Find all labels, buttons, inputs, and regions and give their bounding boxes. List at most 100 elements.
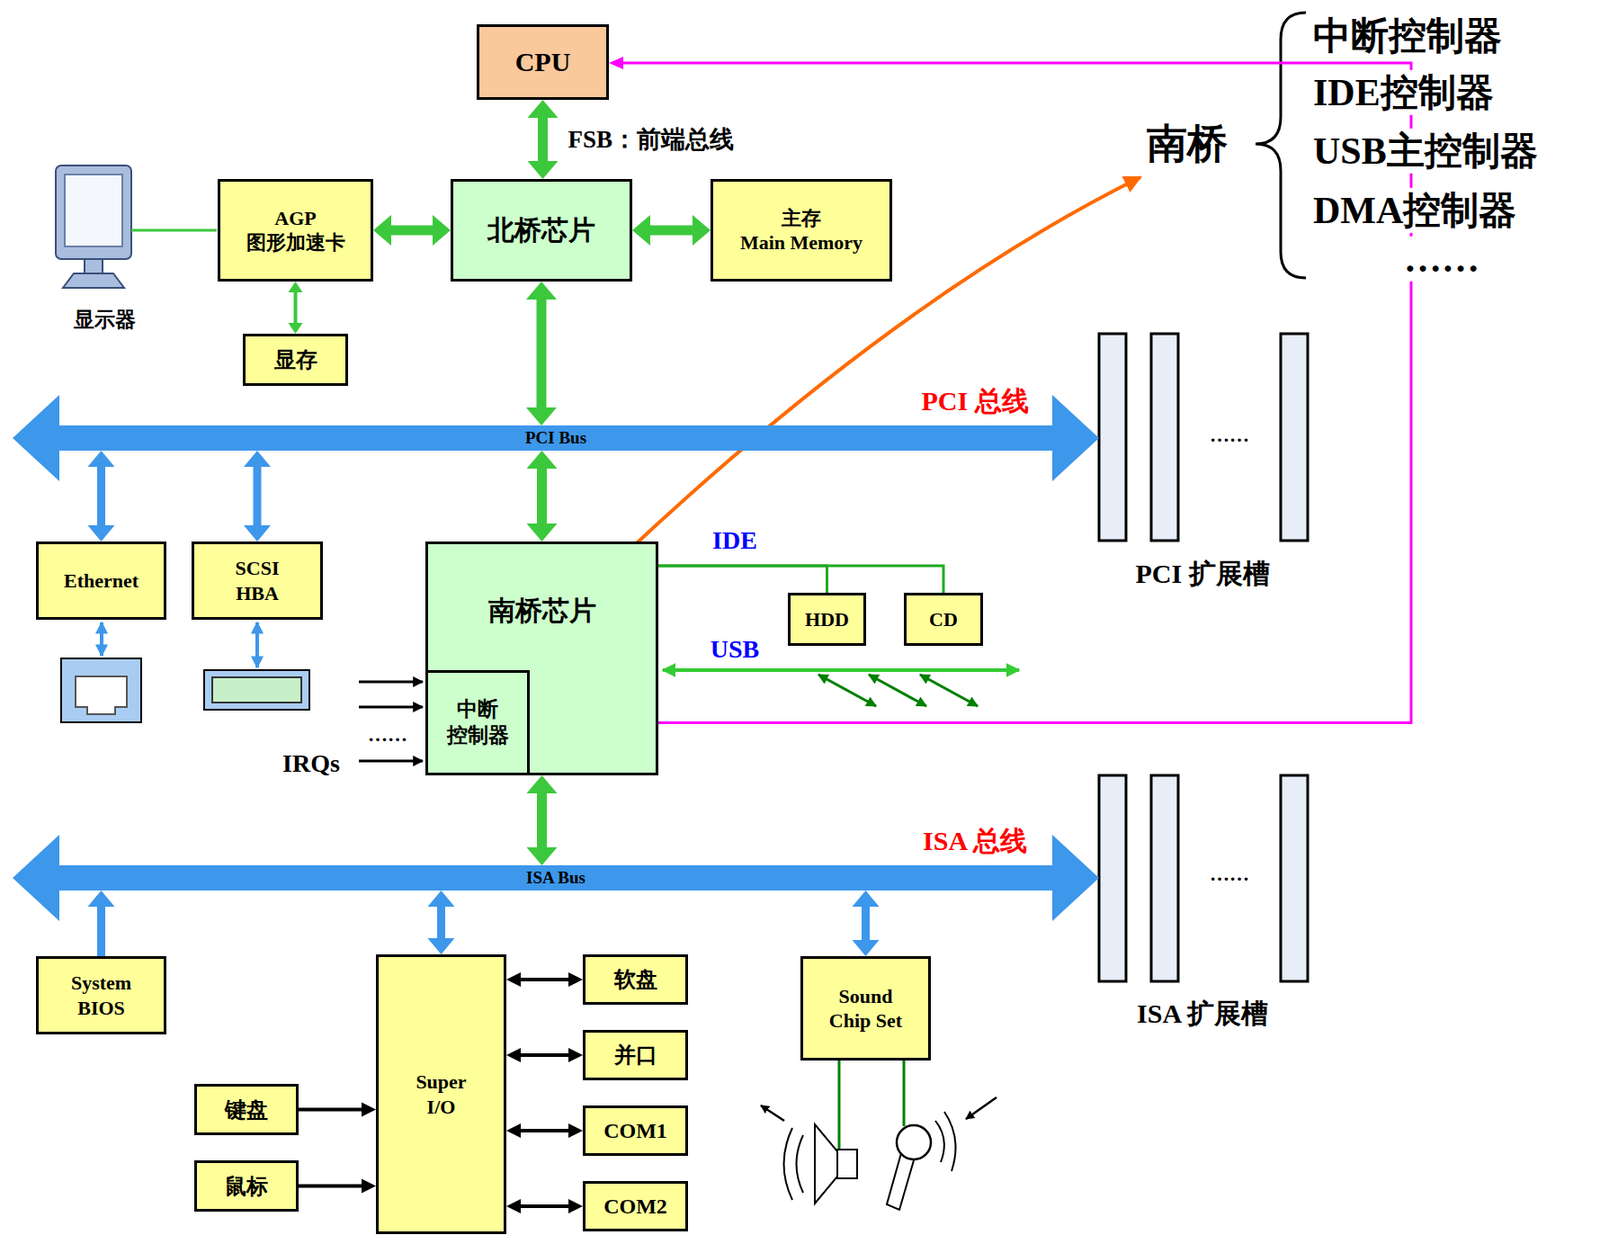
box-label: 键盘: [224, 1096, 269, 1124]
mic-handle: [886, 1153, 914, 1210]
connector-line: [294, 290, 298, 326]
arrow-head: [361, 1179, 376, 1194]
isa-slot: [1099, 775, 1127, 982]
component-label: IDE控制器: [1311, 70, 1496, 116]
connector-line: [518, 977, 572, 982]
arrow-head: [526, 281, 557, 300]
arrow-head: [568, 1198, 583, 1214]
callout-arrow: [627, 177, 1141, 552]
monitor-screen: [64, 174, 123, 247]
connector: [298, 1179, 376, 1194]
usb-device-arrow: [920, 674, 978, 707]
arrow-head: [243, 525, 271, 542]
scsi-socket: [212, 677, 302, 703]
connector-line: [861, 902, 870, 943]
wrap-spacer: [724, 205, 761, 226]
group-label: 南桥: [1146, 119, 1228, 169]
connector: [373, 214, 451, 246]
pci-slot: [1151, 333, 1179, 541]
arrow-head: [852, 890, 880, 907]
box-label: 南桥芯片: [488, 593, 597, 628]
connector-line: [536, 295, 547, 412]
arrow-head: [527, 523, 558, 542]
arrow-head: [432, 214, 451, 246]
slot-label: PCI 扩展槽: [1135, 557, 1270, 590]
rj45-port: [61, 658, 142, 723]
connector: [506, 1047, 583, 1063]
arrow-head: [373, 214, 392, 246]
connector: [428, 890, 456, 955]
main-memory-box: 主存 Main Memory: [710, 178, 893, 282]
connector: [527, 99, 559, 179]
connector: [527, 450, 558, 542]
disk-box: HDD: [787, 592, 867, 646]
isa-bus-band: ISA Bus: [12, 865, 1100, 891]
mic-wire: [902, 1060, 906, 1127]
connector-line: [646, 225, 697, 236]
sound-wave: [935, 1120, 945, 1163]
connector: [658, 565, 828, 593]
speaker-wire: [838, 1060, 841, 1150]
south-bridge-box: 南桥芯片中断 控制器: [425, 541, 659, 776]
connector-line: [97, 902, 106, 957]
arrow-head: [852, 939, 880, 957]
cd-box: CD: [903, 592, 984, 646]
connector-line: [536, 464, 547, 528]
wrap-spacer: [841, 205, 878, 226]
arrow-head: [527, 160, 559, 179]
box-label: CPU: [515, 44, 572, 80]
box-label: SCSI HBA: [225, 555, 289, 606]
connector-line: [518, 1053, 572, 1057]
arrow-head: [361, 1102, 376, 1118]
box-label: 鼠标: [224, 1172, 269, 1200]
arrow-head: [527, 99, 559, 118]
connector: [506, 1198, 583, 1214]
text-holder: 南桥芯片: [428, 593, 656, 628]
monitor-label: 显示器: [73, 307, 136, 333]
bus-name: ISA 总线: [922, 824, 1028, 858]
arrow-head: [88, 890, 116, 907]
connector-line: [298, 1108, 365, 1112]
mic-head: [896, 1125, 931, 1160]
connector: [288, 281, 304, 334]
interface-label: IDE: [712, 525, 758, 556]
signal-name: IRQs: [282, 748, 340, 779]
usb-line: [662, 668, 1019, 672]
arrow-head: [632, 214, 651, 246]
monitor-wire: [131, 229, 217, 233]
floppy-box: 软盘: [582, 954, 689, 1005]
arrow-head: [88, 450, 116, 467]
connector: [506, 972, 583, 987]
connector: [506, 1123, 583, 1138]
arrow-head: [568, 1123, 583, 1138]
connector: [632, 214, 711, 246]
pci-slot: [1099, 333, 1127, 541]
irq-arrow: [358, 680, 423, 684]
ellipsis: ……: [1209, 862, 1250, 886]
arrow-head: [506, 1047, 521, 1063]
connector: [88, 450, 116, 542]
arrow-head: [608, 56, 624, 70]
monitor-body: [55, 165, 132, 260]
ethernet-box: Ethernet: [35, 541, 167, 620]
bus-label: ISA Bus: [12, 865, 1100, 891]
box-label: 主存 Main Memory: [724, 205, 878, 256]
scsi-port: [204, 670, 310, 710]
connector-line: [518, 1128, 572, 1133]
usb-device-arrow: [868, 674, 927, 707]
component-label: USB主控制器: [1311, 128, 1540, 174]
arrow-head: [692, 214, 711, 246]
usb-device-arrow: [818, 674, 876, 707]
slot-label: ISA 扩展槽: [1136, 997, 1269, 1030]
connector-line: [536, 789, 547, 851]
connector: [529, 56, 1412, 724]
connector-line: [387, 225, 437, 236]
arrow-head: [428, 938, 456, 955]
parallel-port-box: 并口: [582, 1029, 689, 1081]
connector: [243, 450, 271, 542]
ellipsis: ……: [1209, 423, 1250, 447]
component-label: DMA控制器: [1311, 187, 1519, 233]
irq-arrow: [358, 706, 423, 709]
monitor-neck: [84, 259, 103, 274]
